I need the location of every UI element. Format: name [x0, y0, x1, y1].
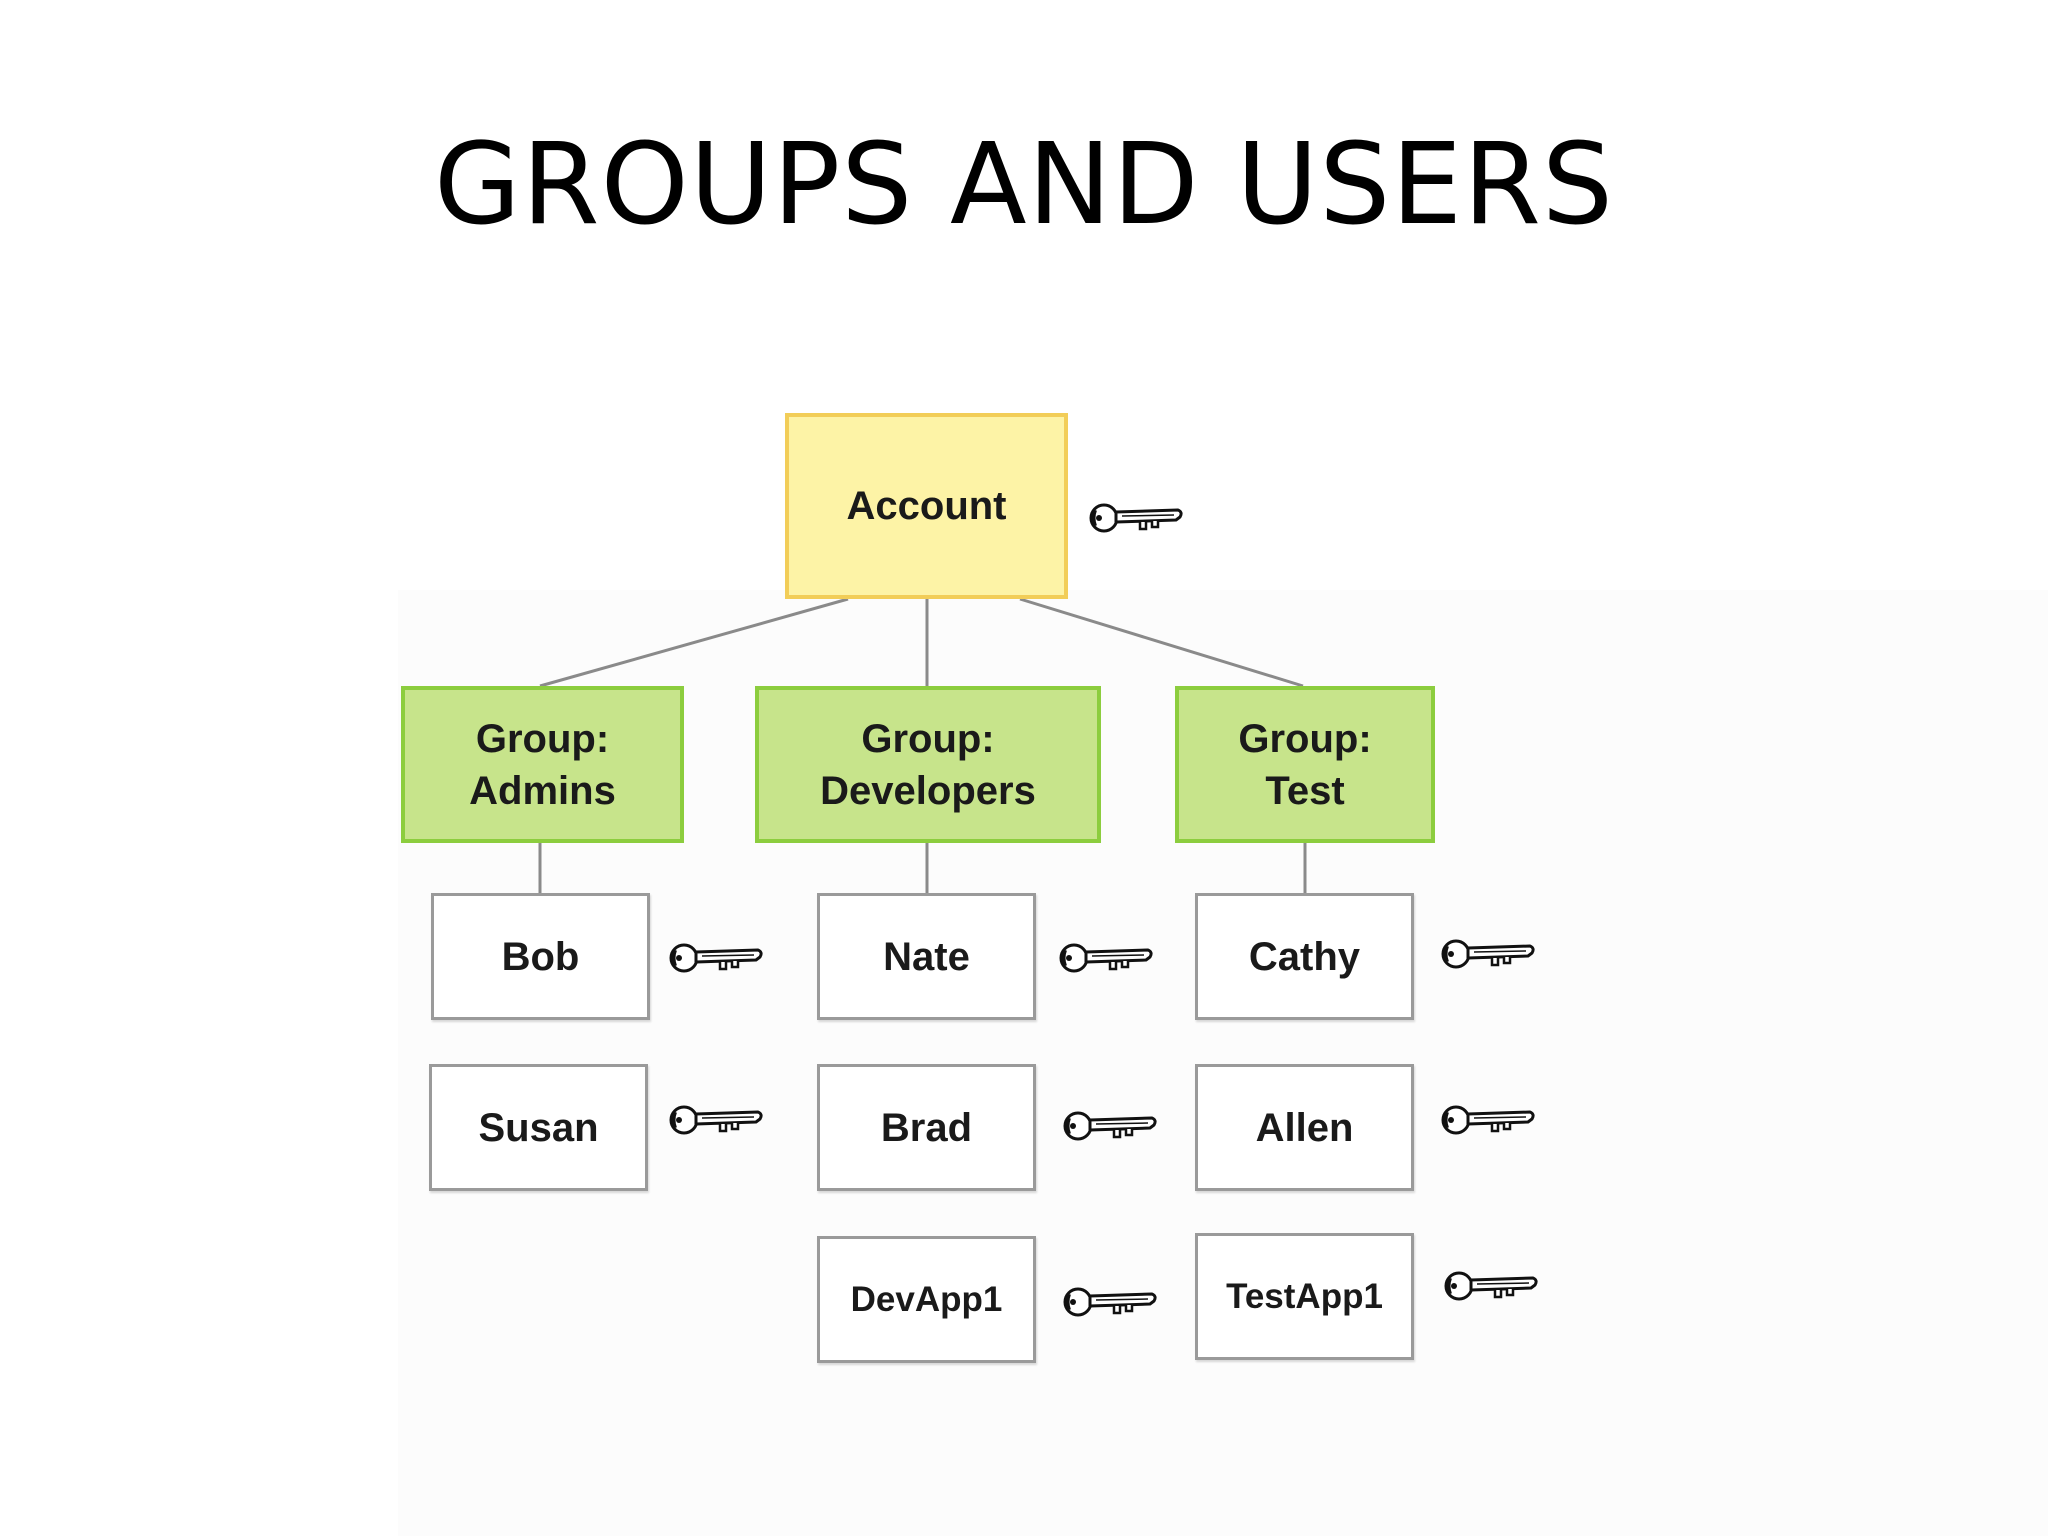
key-icon	[1063, 1111, 1158, 1141]
key-icon	[669, 943, 764, 973]
user-node-brad: Brad	[817, 1064, 1036, 1191]
group-node-test: Group: Test	[1175, 686, 1435, 843]
user-node-nate: Nate	[817, 893, 1036, 1020]
key-icon	[669, 1105, 764, 1135]
connector-account-test	[1019, 597, 1304, 688]
key-icon	[1063, 1287, 1158, 1317]
key-icon	[1444, 1271, 1539, 1301]
group-node-admins: Group: Admins	[401, 686, 684, 843]
user-node-devapp1: DevApp1	[817, 1236, 1036, 1363]
user-node-cathy: Cathy	[1195, 893, 1414, 1020]
user-node-bob: Bob	[431, 893, 650, 1020]
user-node-susan: Susan	[429, 1064, 648, 1191]
user-node-testapp1: TestApp1	[1195, 1233, 1414, 1360]
user-node-allen: Allen	[1195, 1064, 1414, 1191]
connector-account-admins	[539, 597, 849, 688]
account-node: Account	[785, 413, 1068, 599]
key-icon	[1089, 503, 1184, 533]
key-icon	[1441, 939, 1536, 969]
key-icon	[1059, 943, 1154, 973]
group-node-developers: Group: Developers	[755, 686, 1101, 843]
key-icon	[1441, 1105, 1536, 1135]
slide-title: GROUPS AND USERS	[434, 120, 1614, 250]
